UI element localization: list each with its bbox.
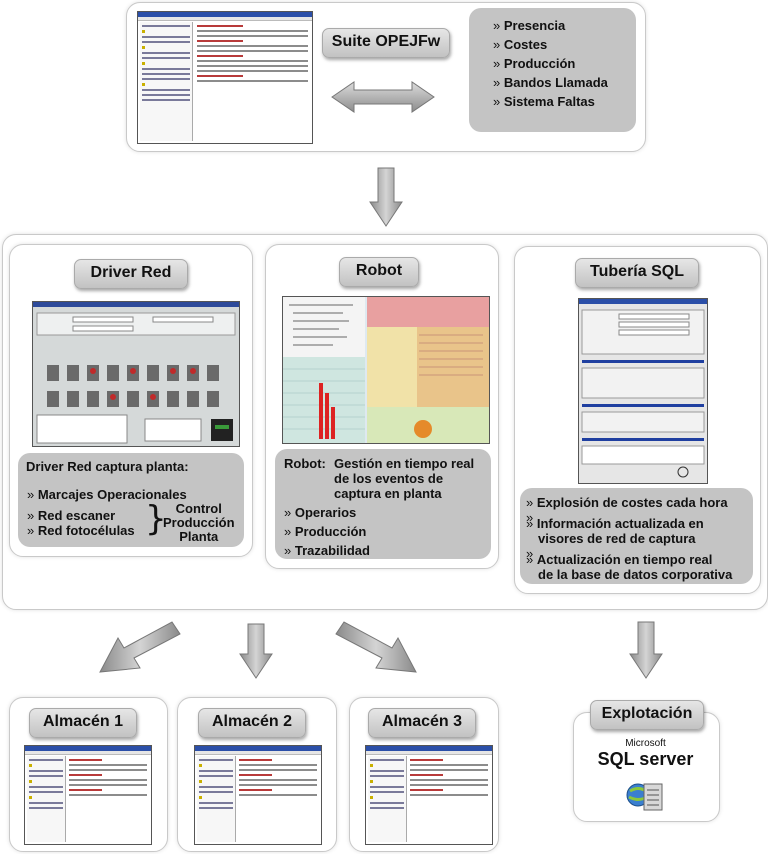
arrow-down-icon — [629, 621, 663, 679]
sql-server-label: SQL server — [597, 749, 694, 769]
tuberia-item: Explosión de costes cada hora — [526, 495, 732, 510]
arrow-down-right-icon — [335, 621, 417, 673]
almacen-2-screenshot — [194, 745, 322, 845]
microsoft-label: Microsoft — [625, 738, 666, 749]
driver-caption: Driver Red captura planta: — [26, 459, 189, 474]
tuberia-item: Información actualizada en — [526, 516, 732, 531]
driver-item: Red fotocélulas — [27, 523, 135, 538]
tuberia-title: Tubería SQL — [575, 258, 699, 288]
suite-modules-list: Presencia Costes Producción Bandos Llama… — [493, 16, 608, 111]
suite-title: Suite OPEJFw — [322, 28, 450, 58]
suite-screenshot — [137, 11, 313, 144]
driver-screenshot — [32, 301, 240, 447]
module-item: Presencia — [493, 16, 608, 35]
almacen-1-screenshot — [24, 745, 152, 845]
driver-list: Marcajes Operacionales — [27, 485, 187, 504]
driver-title: Driver Red — [74, 259, 188, 289]
module-item: Costes — [493, 35, 608, 54]
driver-item: Marcajes Operacionales — [27, 485, 187, 504]
robot-title: Robot — [339, 257, 419, 287]
arrow-down-icon — [369, 167, 403, 227]
robot-screenshot — [282, 296, 490, 444]
robot-label: Robot: — [284, 456, 326, 471]
almacen-2-title: Almacén 2 — [198, 708, 306, 738]
tuberia-item: Actualización en tiempo real — [526, 552, 732, 567]
brace-icon: } — [145, 499, 167, 539]
module-item: Producción — [493, 54, 608, 73]
module-item: Sistema Faltas — [493, 92, 608, 111]
arrow-down-icon — [239, 623, 273, 679]
driver-item: Red escaner — [27, 508, 135, 523]
robot-desc: Gestión en tiempo real de los eventos de… — [334, 456, 475, 501]
robot-item: Operarios — [284, 503, 370, 522]
tuberia-screenshot — [578, 298, 708, 484]
driver-brace-list: Control Producción Planta — [163, 501, 235, 544]
almacen-1-title: Almacén 1 — [29, 708, 137, 738]
robot-list: Operarios Producción Trazabilidad — [284, 503, 370, 560]
robot-item: Trazabilidad — [284, 541, 370, 560]
module-item: Bandos Llamada — [493, 73, 608, 92]
arrow-down-left-icon — [99, 621, 181, 673]
double-arrow-icon — [331, 81, 435, 113]
almacen-3-title: Almacén 3 — [368, 708, 476, 738]
database-server-icon — [626, 783, 663, 811]
sql-server-logo: Microsoft SQL server — [573, 738, 718, 769]
explotacion-title: Explotación — [590, 700, 704, 730]
driver-networks: Red escaner Red fotocélulas — [27, 508, 135, 538]
tuberia-list: Explosión de costes cada hora Informació… — [526, 495, 733, 582]
almacen-3-screenshot — [365, 745, 493, 845]
robot-item: Producción — [284, 522, 370, 541]
